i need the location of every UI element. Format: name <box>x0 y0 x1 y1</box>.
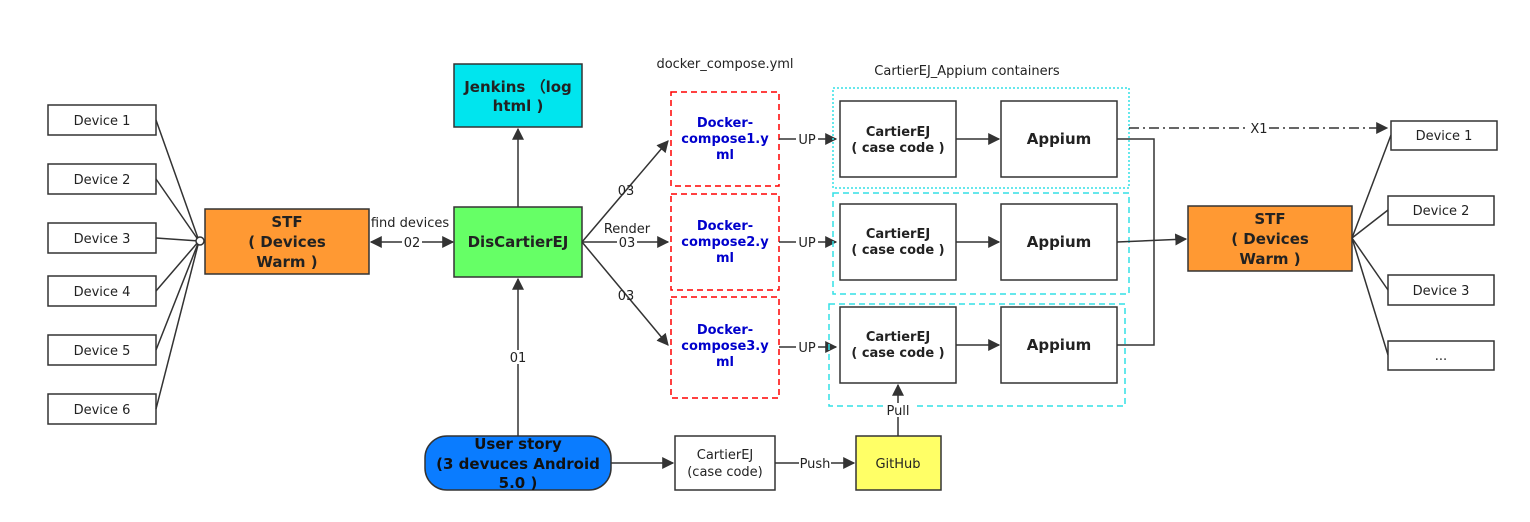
compose-file-2: Docker- compose2.y ml <box>670 193 780 291</box>
jenkins-line1: Jenkins （log <box>463 78 572 96</box>
render-label: Render <box>604 222 651 237</box>
left-device-5-label: Device 5 <box>74 344 131 359</box>
right-device-2: Device 2 <box>1387 195 1495 226</box>
x1-label: X1 <box>1250 122 1267 137</box>
left-device-6-label: Device 6 <box>74 403 131 418</box>
docker-compose-title: docker_compose.yml <box>656 57 793 72</box>
edge-appium-stf-right <box>1116 138 1188 346</box>
compose-2-line2: compose2.y <box>681 235 769 250</box>
appium-container-1: Appium <box>1000 100 1118 178</box>
right-device-more-label: ... <box>1435 349 1447 364</box>
container-group-2 <box>832 192 1130 295</box>
cartierej-container-3-line1: CartierEJ <box>866 330 930 345</box>
right-device-3-label: Device 3 <box>1413 284 1470 299</box>
cartierej-container-2-line1: CartierEJ <box>866 227 930 242</box>
container-group-1 <box>832 87 1130 189</box>
cartierej-container-2: CartierEJ ( case code ) <box>839 203 957 281</box>
right-device-more: ... <box>1387 340 1495 371</box>
github-node: GitHub <box>855 435 942 491</box>
cartierej-container-3: CartierEJ ( case code ) <box>839 306 957 384</box>
cartierej-code-line2: (case code) <box>687 465 763 480</box>
containers-title: CartierEJ_Appium containers <box>874 64 1060 79</box>
left-device-4-label: Device 4 <box>74 285 131 300</box>
edge-03-mid-label: 03 <box>619 236 636 251</box>
stf-right-line2: ( Devices <box>1231 230 1309 248</box>
right-device-list: Device 1 Device 2 Device 3 ... <box>1387 120 1498 371</box>
stf-left-node: STF ( Devices Warm ) <box>204 208 370 275</box>
left-device-5: Device 5 <box>47 334 157 366</box>
right-device-1: Device 1 <box>1390 120 1498 151</box>
up-2-label: UP <box>798 236 816 251</box>
user-story-line2: (3 devuces Android <box>436 455 600 473</box>
appium-1-label: Appium <box>1027 130 1092 148</box>
compose-3-line3: ml <box>716 355 734 370</box>
compose-2-line1: Docker- <box>697 219 753 234</box>
left-device-1: Device 1 <box>47 104 157 136</box>
user-story-node: User story (3 devuces Android 5.0 ) <box>424 435 612 492</box>
cartierej-container-3-line2: ( case code ) <box>851 346 944 361</box>
left-device-3-label: Device 3 <box>74 232 131 247</box>
compose-2-line3: ml <box>716 251 734 266</box>
left-device-1-label: Device 1 <box>74 114 131 129</box>
edge-01-label: 01 <box>510 351 527 366</box>
right-device-3: Device 3 <box>1387 274 1495 306</box>
up-3-label: UP <box>798 341 816 356</box>
appium-3-label: Appium <box>1027 336 1092 354</box>
find-devices-label: find devices <box>371 216 450 231</box>
push-label: Push <box>800 457 831 472</box>
cartierej-container-1: CartierEJ ( case code ) <box>839 100 957 178</box>
stf-right-title: STF <box>1254 210 1285 228</box>
edge-x1: X1 <box>1129 121 1389 137</box>
appium-container-3: Appium <box>1000 306 1118 384</box>
stf-right-line3: Warm ) <box>1239 250 1300 268</box>
discartierej-label: DisCartierEJ <box>468 233 569 251</box>
compose-3-line2: compose3.y <box>681 339 769 354</box>
stf-right-node: STF ( Devices Warm ) <box>1187 205 1353 272</box>
compose-1-line2: compose1.y <box>681 132 769 147</box>
compose-file-1: Docker- compose1.y ml <box>670 91 780 187</box>
right-device-1-label: Device 1 <box>1416 129 1473 144</box>
up-1-label: UP <box>798 133 816 148</box>
left-device-2: Device 2 <box>47 163 157 195</box>
left-device-6: Device 6 <box>47 393 157 425</box>
edge-pull: Pull <box>884 383 914 436</box>
left-device-2-label: Device 2 <box>74 173 131 188</box>
edge-stf-discartierej: find devices 02 <box>369 216 455 251</box>
edge-userstory-discartierej: 01 <box>508 277 528 436</box>
right-device-2-label: Device 2 <box>1413 204 1470 219</box>
jenkins-node: Jenkins （log html ) <box>453 63 583 128</box>
left-device-3: Device 3 <box>47 222 157 254</box>
user-story-line3: 5.0 ) <box>499 474 538 492</box>
appium-container-2: Appium <box>1000 203 1118 281</box>
edge-03-top-label: 03 <box>618 184 635 199</box>
compose-1-line1: Docker- <box>697 116 753 131</box>
compose-3-line1: Docker- <box>697 323 753 338</box>
discartierej-node: DisCartierEJ <box>453 206 583 278</box>
left-device-list: Device 1 Device 2 Device 3 Device 4 Devi… <box>47 104 157 425</box>
right-device-connectors <box>1351 134 1392 356</box>
left-device-4: Device 4 <box>47 275 157 307</box>
cartierej-container-1-line2: ( case code ) <box>851 141 944 156</box>
stf-left-line3: Warm ) <box>256 253 317 271</box>
pull-label: Pull <box>886 404 909 419</box>
stf-left-line2: ( Devices <box>248 233 326 251</box>
user-story-line1: User story <box>474 435 562 453</box>
cartierej-code-line1: CartierEJ <box>697 448 754 463</box>
cartierej-container-2-line2: ( case code ) <box>851 243 944 258</box>
cartierej-code-node: CartierEJ (case code) <box>674 435 776 491</box>
left-device-connectors <box>155 119 205 410</box>
compose-file-3: Docker- compose3.y ml <box>670 296 780 399</box>
edge-push: Push <box>775 456 856 472</box>
edge-02-label: 02 <box>404 236 421 251</box>
stf-left-title: STF <box>271 213 302 231</box>
jenkins-line2: html ) <box>493 97 544 115</box>
github-label: GitHub <box>875 457 920 472</box>
compose-1-line3: ml <box>716 148 734 163</box>
container-group-3 <box>828 303 1126 407</box>
appium-2-label: Appium <box>1027 233 1092 251</box>
cartierej-container-1-line1: CartierEJ <box>866 125 930 140</box>
edge-03-bot-label: 03 <box>618 289 635 304</box>
